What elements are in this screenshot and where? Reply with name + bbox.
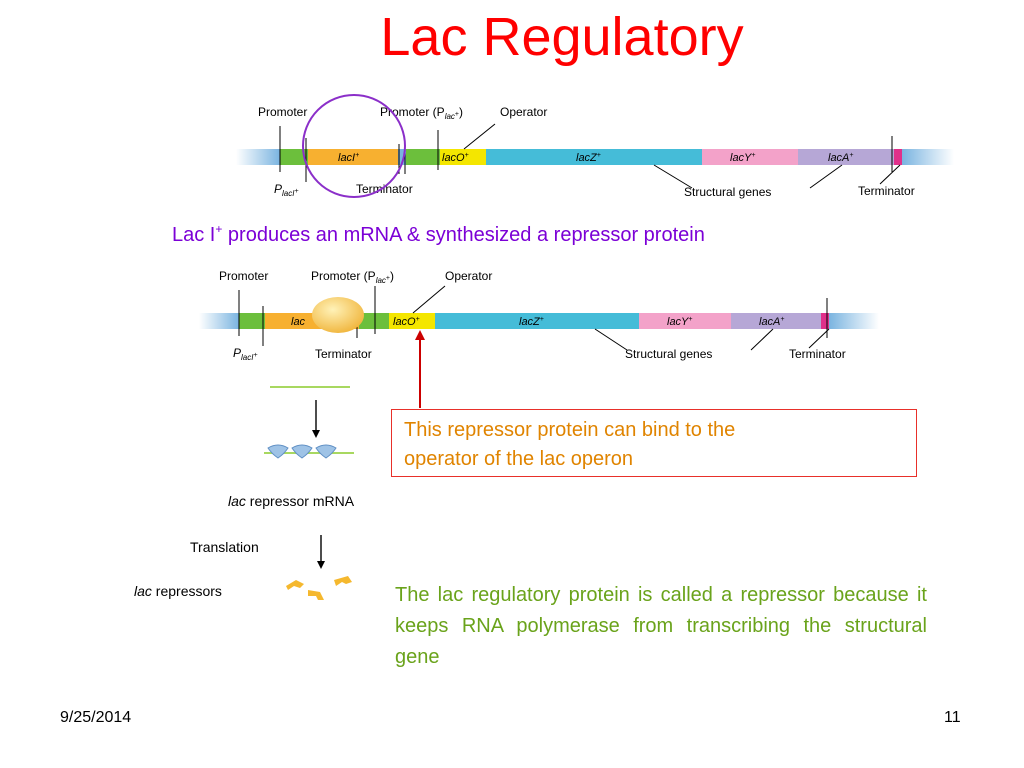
label-promoter-plac: Promoter (Plac+) — [380, 105, 463, 121]
svg-text:Terminator: Terminator — [315, 347, 372, 361]
svg-text:PlacI+: PlacI+ — [233, 346, 258, 362]
svg-text:lacZ+: lacZ+ — [519, 316, 544, 328]
gene-label-lacy: lacY+ — [730, 152, 756, 164]
label-terminator-right: Terminator — [858, 184, 915, 198]
lacz-gene-segment — [486, 149, 702, 165]
svg-text:Operator: Operator — [445, 269, 492, 283]
gene-label-laci: lacI+ — [338, 152, 359, 164]
footer-date: 9/25/2014 — [60, 709, 132, 726]
label-terminator-left: Terminator — [356, 182, 413, 196]
repressor-protein-bound — [312, 297, 364, 333]
ribosome-icon — [267, 444, 337, 459]
lac-operon-diagram-1: lacI+ lacO+ lacZ+ lacY+ lacA+ Promoter P… — [236, 94, 954, 199]
svg-text:lacA+: lacA+ — [759, 316, 785, 328]
plac-promoter-segment — [406, 149, 440, 165]
laco-operator-segment — [440, 149, 486, 165]
highlight-circle — [302, 94, 406, 198]
label-operator: Operator — [500, 105, 547, 119]
red-arrow-to-operator — [415, 330, 425, 408]
repressors-label: lac repressors — [134, 583, 222, 599]
terminator-segment — [398, 149, 406, 165]
repressor-binding-note: This repressor protein can bind to the o… — [391, 409, 917, 477]
gene-label-laco: lacO+ — [442, 152, 469, 164]
dna-right-end — [902, 149, 954, 165]
placi-promoter-segment — [280, 149, 308, 165]
repressor-explanation: The lac regulatory protein is called a r… — [395, 584, 927, 668]
svg-text:lac: lac — [291, 316, 306, 328]
translation-label: Translation — [190, 539, 259, 555]
gene-label-laca: lacA+ — [828, 152, 854, 164]
laci-gene-segment — [308, 149, 398, 165]
svg-text:Promoter: Promoter — [219, 269, 268, 283]
svg-text:Promoter (Plac+): Promoter (Plac+) — [311, 269, 394, 285]
gene-label-lacz: lacZ+ — [576, 152, 601, 164]
svg-text:lacY+: lacY+ — [667, 316, 693, 328]
lac-operon-diagram-2: lac lacO+ lacZ+ lacY+ lacA+ Promoter Pro… — [199, 269, 879, 362]
repressor-pathway: lac repressor mRNA Translation lac repre… — [134, 386, 355, 600]
label-promoter: Promoter — [258, 105, 307, 119]
slide-title: Lac Regulatory — [380, 7, 744, 67]
svg-text:Structural genes: Structural genes — [625, 347, 712, 361]
mrna-label: lac repressor mRNA — [228, 493, 355, 509]
label-structural-genes: Structural genes — [684, 185, 771, 199]
slide-number: 11 — [944, 709, 961, 726]
laca-gene-segment — [798, 149, 894, 165]
svg-text:Terminator: Terminator — [789, 347, 846, 361]
lacy-gene-segment — [702, 149, 798, 165]
svg-text:lacO+: lacO+ — [393, 316, 420, 328]
label-placi: PlacI+ — [274, 182, 299, 198]
caption-laci: Lac I+ produces an mRNA & synthesized a … — [172, 222, 705, 246]
terminator-right-segment — [894, 149, 902, 165]
dna-left-end — [236, 149, 280, 165]
repressor-protein-icons — [286, 576, 352, 600]
